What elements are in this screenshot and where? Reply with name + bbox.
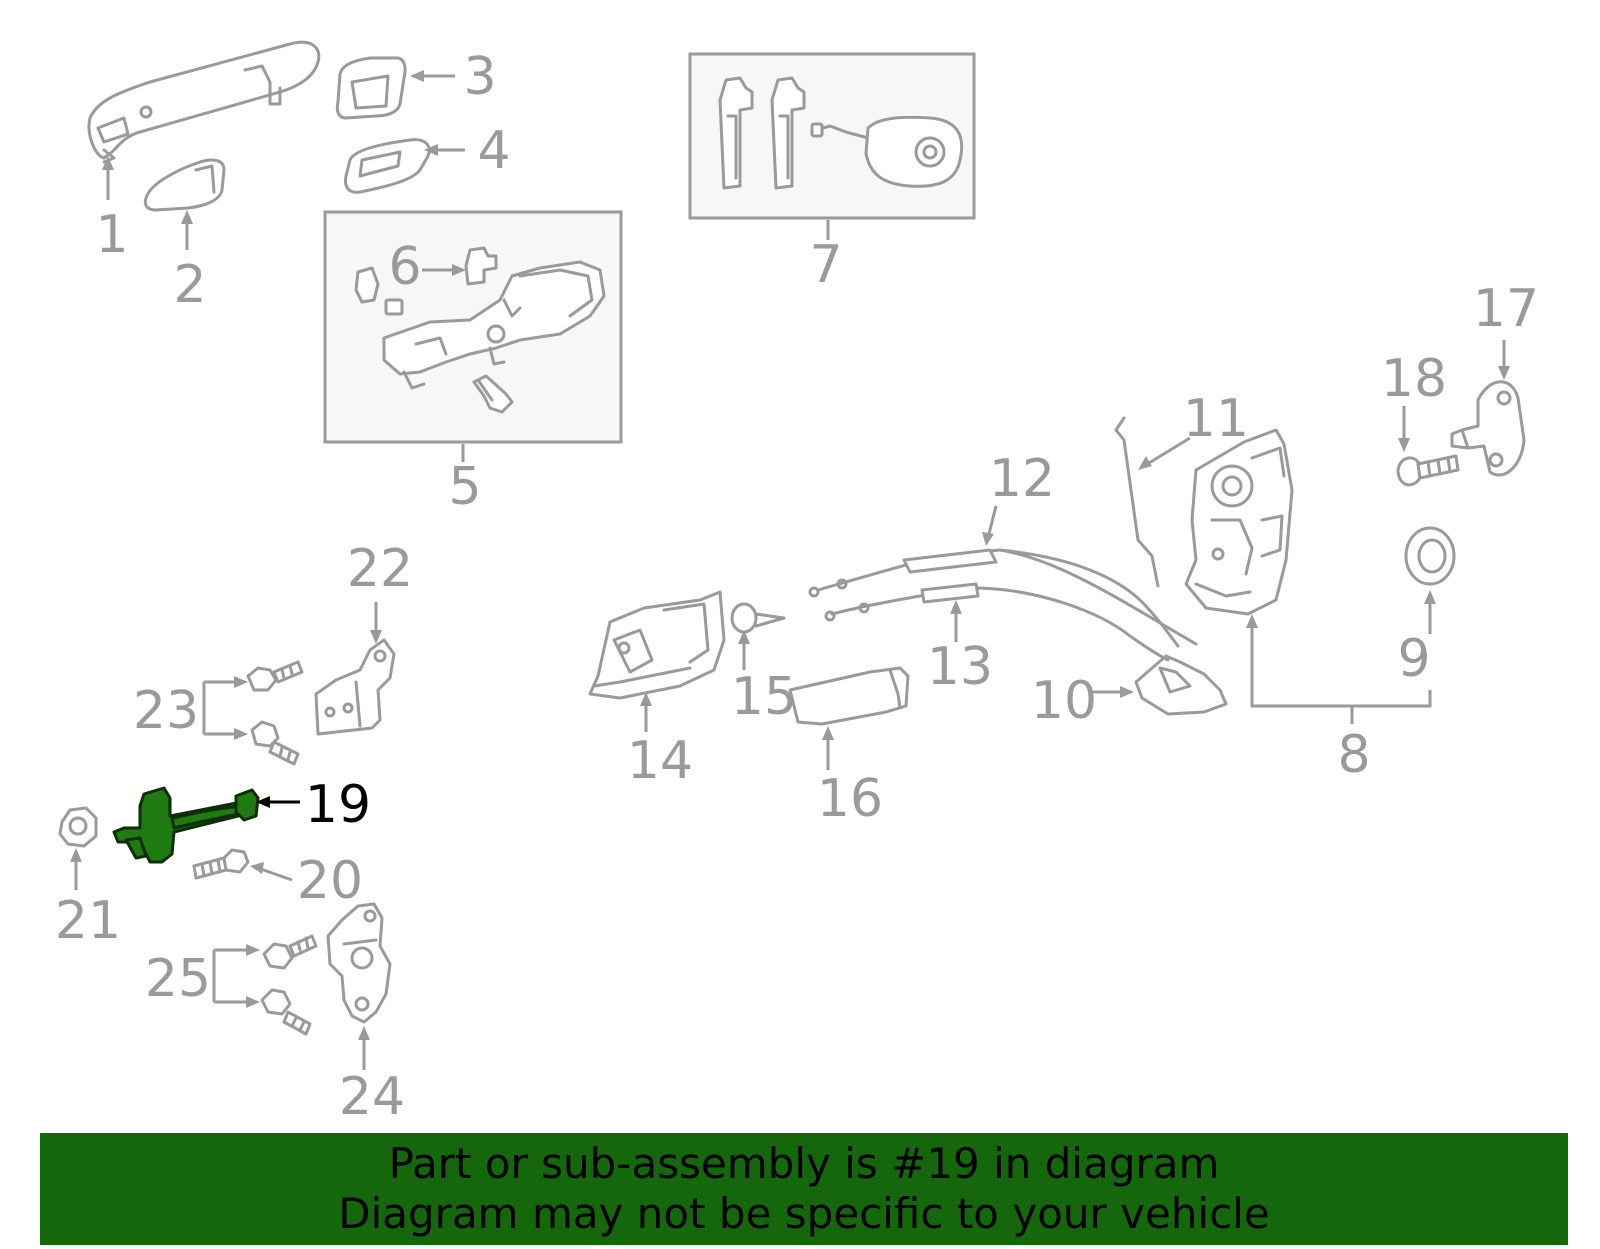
arrowhead-8 xyxy=(1246,614,1258,628)
part-2-handle-cover[interactable] xyxy=(143,158,226,212)
callout-5[interactable]: 5 xyxy=(448,457,481,517)
arrowhead-2 xyxy=(181,210,193,224)
arrowhead-13 xyxy=(950,600,962,614)
callout-4[interactable]: 4 xyxy=(477,121,510,181)
arrowhead-25a xyxy=(246,944,260,956)
part-17-striker-plate[interactable] xyxy=(1450,380,1526,477)
callout-18[interactable]: 18 xyxy=(1381,349,1447,409)
callout-2[interactable]: 2 xyxy=(173,255,206,315)
leader-11 xyxy=(1143,436,1191,468)
callout-25[interactable]: 25 xyxy=(145,949,211,1009)
part-5-handle-frame[interactable] xyxy=(354,260,606,414)
part-22-hinge[interactable] xyxy=(314,638,396,736)
arrowhead-15 xyxy=(738,630,750,644)
callout-7[interactable]: 7 xyxy=(809,235,842,295)
callout-1[interactable]: 1 xyxy=(95,205,128,265)
arrowhead-22 xyxy=(370,630,382,644)
arrowhead-23b xyxy=(234,728,248,740)
part-4-pad[interactable] xyxy=(344,138,431,194)
part-7-lock-set[interactable] xyxy=(718,76,964,190)
part-16-pad[interactable] xyxy=(788,666,910,726)
part-10-cover[interactable] xyxy=(1134,654,1228,716)
arrowhead-16 xyxy=(822,726,834,740)
part-19-door-check[interactable] xyxy=(112,786,260,864)
arrowhead-9 xyxy=(1424,590,1436,604)
part-12-cable[interactable] xyxy=(808,548,1198,648)
arrowhead-24 xyxy=(358,1026,370,1040)
arrowhead-6 xyxy=(452,264,466,276)
arrowhead-20 xyxy=(250,862,264,874)
arrowhead-11 xyxy=(1138,456,1152,470)
arrowhead-17 xyxy=(1498,366,1510,380)
callout-19[interactable]: 19 xyxy=(305,775,371,835)
arrowhead-21 xyxy=(70,848,82,862)
part-13-cable[interactable] xyxy=(824,582,1170,662)
callout-21[interactable]: 21 xyxy=(55,891,121,951)
callout-3[interactable]: 3 xyxy=(463,47,496,107)
part-15-clip[interactable] xyxy=(730,602,786,634)
callout-10[interactable]: 10 xyxy=(1031,671,1097,731)
part-3-cover[interactable] xyxy=(335,56,407,120)
banner-line-1: Part or sub-assembly is #19 in diagram xyxy=(388,1139,1220,1188)
part-20-bolt[interactable] xyxy=(192,848,250,880)
callout-16[interactable]: 16 xyxy=(817,769,883,829)
callout-12[interactable]: 12 xyxy=(989,449,1055,509)
leader-12 xyxy=(986,505,998,539)
part-9-grommet[interactable] xyxy=(1404,526,1456,586)
callout-23[interactable]: 23 xyxy=(133,681,199,741)
arrowhead-12 xyxy=(982,532,994,546)
part-1-outer-handle[interactable] xyxy=(87,40,321,164)
callout-20[interactable]: 20 xyxy=(297,851,363,911)
arrowhead-3 xyxy=(410,70,424,82)
leader-20 xyxy=(257,866,293,882)
bracket-8 xyxy=(1250,620,1432,708)
arrowhead-10 xyxy=(1120,686,1134,698)
callout-6[interactable]: 6 xyxy=(388,237,421,297)
part-24-hinge[interactable] xyxy=(326,902,392,1024)
callout-9[interactable]: 9 xyxy=(1397,629,1430,689)
arrowhead-18 xyxy=(1398,438,1410,452)
part-11-rod[interactable] xyxy=(1114,416,1160,588)
part-18-screw[interactable] xyxy=(1396,454,1460,487)
arrowhead-14 xyxy=(640,692,652,706)
part-25-bolts[interactable] xyxy=(260,934,318,1036)
callout-17[interactable]: 17 xyxy=(1473,279,1539,339)
callout-13[interactable]: 13 xyxy=(927,637,993,697)
info-banner: Part or sub-assembly is #19 in diagram D… xyxy=(40,1133,1568,1245)
callout-11[interactable]: 11 xyxy=(1183,389,1249,449)
part-23-bolts[interactable] xyxy=(246,660,304,766)
callout-22[interactable]: 22 xyxy=(347,539,413,599)
callout-8[interactable]: 8 xyxy=(1337,725,1370,785)
arrowhead-4 xyxy=(424,144,438,156)
arrowhead-23a xyxy=(234,676,248,688)
arrowhead-25b xyxy=(246,996,260,1008)
part-6-clip[interactable] xyxy=(464,246,498,286)
banner-line-2: Diagram may not be specific to your vehi… xyxy=(338,1189,1270,1238)
arrowhead-19 xyxy=(256,796,270,808)
part-21-nut[interactable] xyxy=(58,806,98,848)
callout-14[interactable]: 14 xyxy=(627,731,693,791)
callout-24[interactable]: 24 xyxy=(339,1067,405,1127)
part-8-door-lock[interactable] xyxy=(1184,428,1294,616)
part-14-inner-handle[interactable] xyxy=(588,590,726,700)
callout-15[interactable]: 15 xyxy=(731,667,797,727)
arrowhead-1 xyxy=(102,156,114,170)
